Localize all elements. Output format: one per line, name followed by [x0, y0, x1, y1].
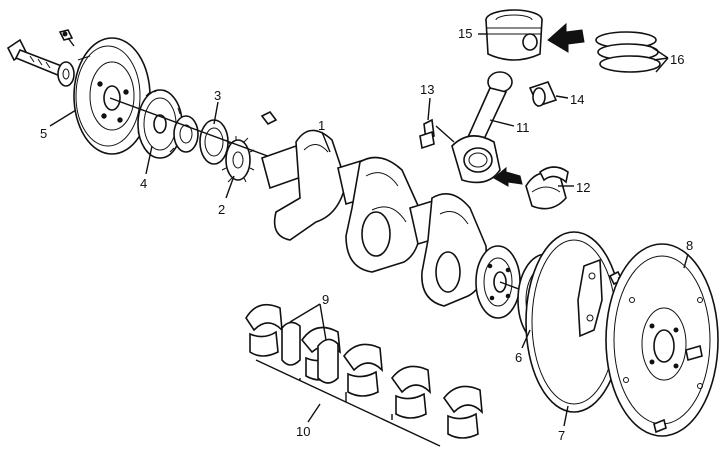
callout-12: 12 [576, 180, 590, 195]
callout-16: 16 [670, 52, 684, 67]
thrust-washer-1 [281, 321, 301, 366]
thrust-washer-2 [317, 338, 339, 384]
callout-4: 4 [140, 176, 147, 191]
callout-5: 5 [40, 126, 47, 141]
piston [485, 9, 543, 61]
callout-2: 2 [218, 202, 225, 217]
timing-gear [137, 89, 199, 159]
main-bearing-pair-3 [343, 343, 383, 397]
main-bearing-pair-4 [391, 365, 431, 419]
bearing-arrow [493, 166, 523, 187]
callout-9: 9 [322, 292, 329, 307]
callout-1: 1 [318, 118, 325, 133]
rod-bearing-shells [525, 166, 569, 210]
main-bearing-shells [245, 303, 483, 447]
piston-rings [595, 31, 661, 73]
callout-13: 13 [420, 82, 434, 97]
callout-8: 8 [686, 238, 693, 253]
callout-6: 6 [515, 350, 522, 365]
pulley-washer [57, 61, 75, 87]
crankshaft [261, 129, 521, 319]
crankshaft-pulley [73, 37, 151, 155]
callout-7: 7 [558, 428, 565, 443]
piston-ring-arrow [547, 22, 585, 53]
flywheel [605, 243, 719, 437]
woodruff-key [260, 110, 278, 126]
bracket-plate [577, 258, 603, 338]
callout-10: 10 [296, 424, 310, 439]
callout-15: 15 [458, 26, 472, 41]
callout-14: 14 [570, 92, 584, 107]
piston-pin [528, 81, 558, 107]
leader-lines [49, 33, 689, 427]
rod-bolt [419, 118, 455, 150]
spacer-ring [199, 119, 229, 165]
callout-3: 3 [214, 88, 221, 103]
main-bearing-pair-5 [443, 385, 483, 439]
main-bearing-pair-1 [245, 303, 283, 357]
small-screw [58, 29, 75, 47]
connecting-rod [451, 71, 513, 184]
callout-11: 11 [516, 120, 530, 135]
